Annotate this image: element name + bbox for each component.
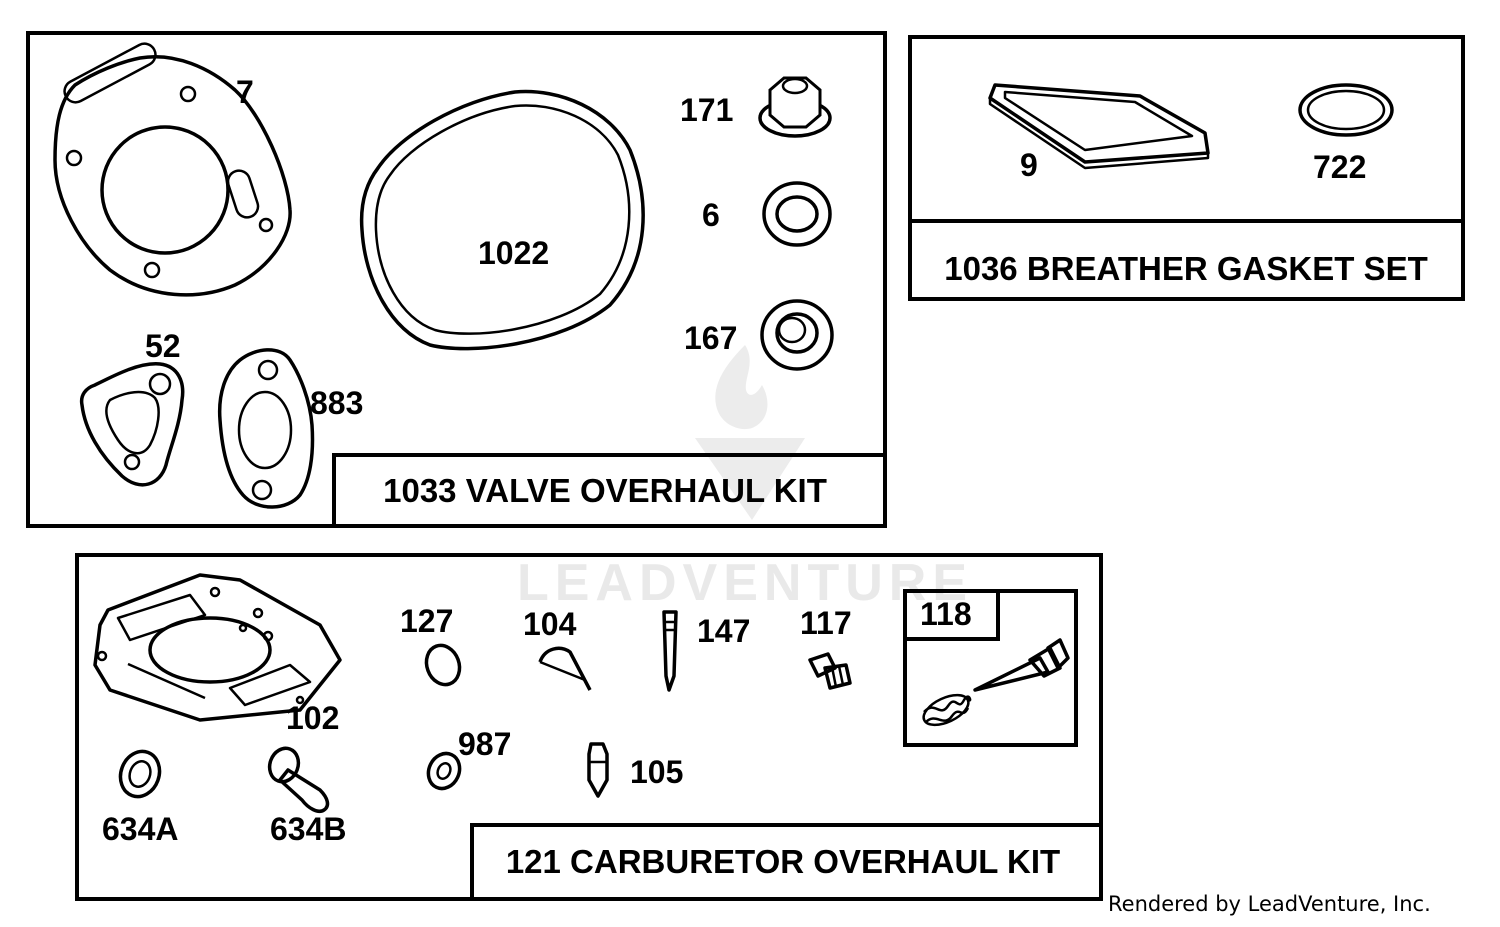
breather-gasket-set-panel: 1036 BREATHER GASKET SET 9 722 [908,35,1465,301]
part-7-head-gasket-icon [53,42,292,297]
part-102-carb-gasket-icon [93,573,342,722]
part-label-147: 147 [697,613,750,649]
part-118-adjust-screw-panel [903,589,1078,747]
part-label-118: 118 [920,596,972,632]
part-label-104: 104 [523,606,577,642]
part-label-171: 171 [680,92,733,128]
part-9-breather-gasket-icon [988,83,1210,170]
part-105-inlet-needle-icon [587,742,609,798]
part-987-washer-icon [426,751,462,791]
part-label-987: 987 [458,726,511,762]
part-label-167: 167 [684,320,737,356]
carb-kit-title-box [470,823,1103,901]
valve-overhaul-kit-panel: 1033 VALVE OVERHAUL KIT 7 1022 171 [26,31,887,528]
part-6-seal-icon [762,181,832,247]
part-label-1022: 1022 [478,235,549,271]
part-634a-seal-icon [118,749,162,799]
watermark: LEADVENTURE [517,345,973,612]
part-722-o-ring-icon [1298,83,1394,137]
part-117-plug-screw-icon [808,652,852,690]
part-label-6: 6 [702,197,720,233]
part-label-127: 127 [400,603,453,639]
part-118-label-box [903,589,1000,641]
valve-kit-title: 1033 VALVE OVERHAUL KIT [383,472,827,509]
part-883-exhaust-gasket-icon [217,348,315,509]
part-label-52: 52 [145,328,181,364]
part-label-9: 9 [1020,147,1038,183]
rendered-by-credit: Rendered by LeadVenture, Inc. [1108,892,1431,916]
part-label-634b: 634B [270,811,347,847]
part-118-screw-icon [973,638,1070,692]
part-label-7: 7 [236,74,254,110]
part-52-intake-gasket-icon [79,362,185,487]
part-label-102: 102 [286,700,339,736]
part-label-105: 105 [630,754,683,790]
part-1022-cover-gasket-icon [359,89,645,351]
valve-kit-title-box [332,453,887,528]
part-147-needle-icon [662,610,678,692]
part-label-883: 883 [310,385,363,421]
part-label-722: 722 [1313,149,1366,185]
watermark-logo-icon [695,345,805,520]
part-127-welch-plug-icon [424,643,462,687]
breather-set-title: 1036 BREATHER GASKET SET [944,250,1428,287]
part-171-flange-nut-icon [758,76,832,138]
part-634b-bushing-icon [267,746,330,813]
part-118-spring-icon [922,693,972,727]
part-167-oil-seal-icon [760,299,834,371]
carburetor-overhaul-kit-panel: 121 CARBURETOR OVERHAUL KIT 102 127 104 [75,553,1103,901]
watermark-text: LEADVENTURE [517,554,973,612]
part-label-117: 117 [800,605,852,641]
breather-set-border [908,35,1465,301]
part-label-634a: 634A [102,811,179,847]
carb-kit-title: 121 CARBURETOR OVERHAUL KIT [506,843,1060,880]
part-104-hinge-pin-icon [538,646,592,691]
